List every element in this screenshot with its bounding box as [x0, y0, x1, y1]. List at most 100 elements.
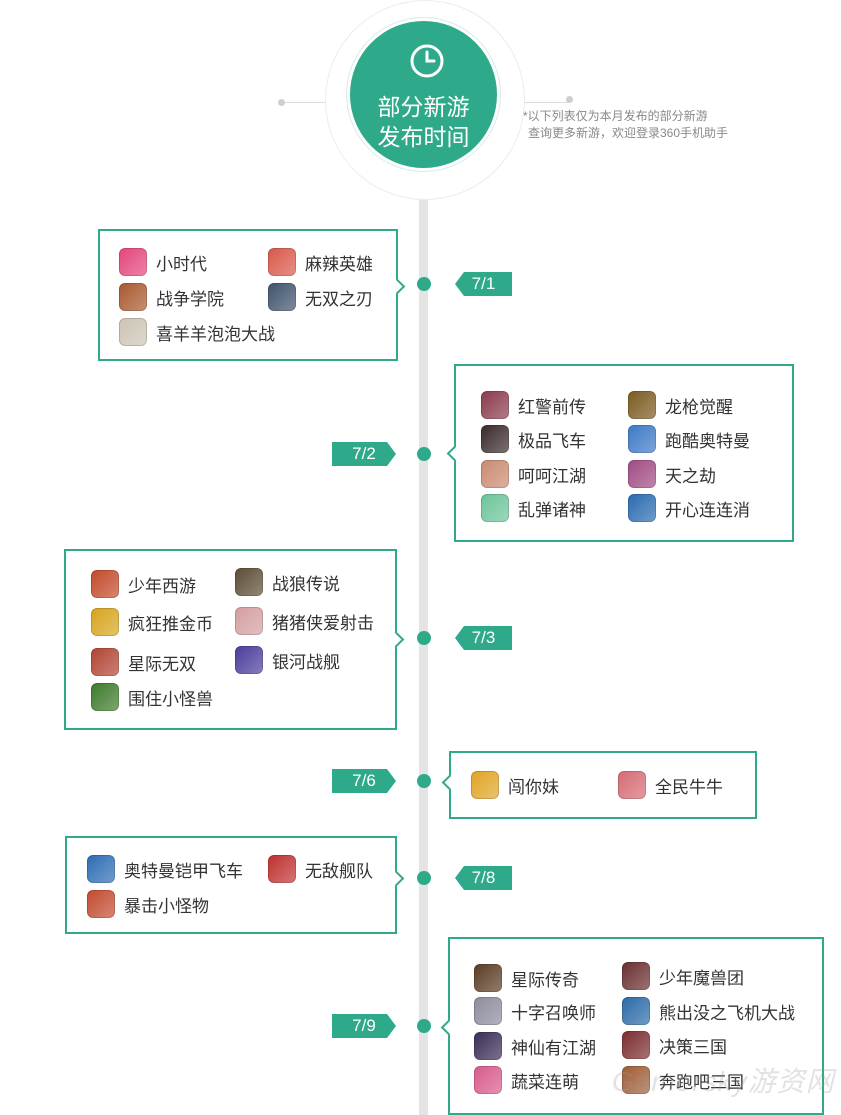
game-name: 无敌舰队 — [305, 861, 373, 881]
game-name: 猪猪侠爱射击 — [272, 613, 374, 633]
game-icon — [119, 318, 147, 346]
game-item[interactable]: 跑酷奥特曼 — [628, 424, 750, 454]
game-name: 开心连连消 — [665, 500, 750, 520]
game-item[interactable]: 无敌舰队 — [268, 854, 373, 884]
clock-icon — [410, 44, 444, 78]
header-title-line2: 发布时间 — [377, 124, 470, 150]
game-name: 全民牛牛 — [655, 777, 723, 797]
game-icon — [628, 460, 656, 488]
game-item[interactable]: 围住小怪兽 — [91, 682, 213, 712]
game-icon — [628, 425, 656, 453]
date-tag: 7/3 — [455, 626, 512, 650]
game-icon — [91, 608, 119, 636]
card-pointer — [388, 631, 405, 648]
game-name: 喜羊羊泡泡大战 — [156, 324, 275, 344]
game-item[interactable]: 少年魔兽团 — [622, 961, 744, 991]
game-item[interactable]: 猪猪侠爱射击 — [235, 606, 374, 636]
game-item[interactable]: 红警前传 — [481, 390, 586, 420]
date-tag: 7/1 — [455, 272, 512, 296]
header-note-line2: 查询更多新游，欢迎登录360手机助手 — [528, 126, 729, 140]
game-item[interactable]: 星际无双 — [91, 647, 196, 677]
game-item[interactable]: 银河战舰 — [235, 645, 340, 675]
game-icon — [474, 1032, 502, 1060]
game-item[interactable]: 闯你妹 — [471, 770, 559, 800]
game-item[interactable]: 十字召唤师 — [474, 996, 596, 1026]
game-item[interactable]: 麻辣英雄 — [268, 247, 373, 277]
game-icon — [481, 494, 509, 522]
game-item[interactable]: 暴击小怪物 — [87, 889, 209, 919]
game-name: 少年西游 — [128, 576, 196, 596]
game-name: 呵呵江湖 — [518, 466, 586, 486]
header-right-line — [522, 102, 570, 103]
game-item[interactable]: 决策三国 — [622, 1030, 727, 1060]
game-icon — [618, 771, 646, 799]
game-card: 少年西游 战狼传说 疯狂推金币 猪猪侠爱射击 星际无双 银河战舰 围住小怪兽 — [64, 549, 405, 730]
game-item[interactable]: 神仙有江湖 — [474, 1031, 596, 1061]
game-item[interactable]: 战争学院 — [119, 282, 224, 312]
card-pointer — [388, 870, 405, 887]
game-name: 暴击小怪物 — [124, 896, 209, 916]
game-icon — [119, 283, 147, 311]
game-name: 星际传奇 — [511, 970, 579, 990]
game-item[interactable]: 战狼传说 — [235, 567, 340, 597]
game-icon — [474, 964, 502, 992]
game-name: 龙枪觉醒 — [665, 397, 733, 417]
game-icon — [235, 607, 263, 635]
game-card: 闯你妹 全民牛牛 — [441, 751, 757, 819]
game-name: 战争学院 — [156, 289, 224, 309]
game-item[interactable]: 喜羊羊泡泡大战 — [119, 317, 275, 347]
game-item[interactable]: 熊出没之飞机大战 — [622, 996, 795, 1026]
date-tag: 7/9 — [332, 1014, 396, 1038]
watermark: Gamersky游资网 — [612, 1066, 835, 1097]
game-name: 红警前传 — [518, 397, 586, 417]
game-name: 跑酷奥特曼 — [665, 431, 750, 451]
game-item[interactable]: 极品飞车 — [481, 424, 586, 454]
game-icon — [622, 1066, 650, 1094]
card-pointer — [446, 445, 463, 462]
game-name: 麻辣英雄 — [305, 254, 373, 274]
card-pointer — [389, 278, 406, 295]
card-pointer — [441, 774, 458, 791]
game-item[interactable]: 开心连连消 — [628, 493, 750, 523]
header-note-line1: *以下列表仅为本月发布的部分新游 — [523, 109, 708, 123]
game-icon — [481, 391, 509, 419]
game-item[interactable]: 无双之刃 — [268, 282, 373, 312]
game-icon — [474, 997, 502, 1025]
game-card: 红警前传 龙枪觉醒 极品飞车 跑酷奥特曼 呵呵江湖 天之劫 乱弹诸神 开心连连消 — [446, 364, 794, 542]
header-right-dot — [566, 96, 573, 103]
timeline-spine — [419, 190, 428, 1115]
game-item[interactable]: 全民牛牛 — [618, 770, 723, 800]
timeline-node — [417, 631, 431, 645]
game-item[interactable]: 呵呵江湖 — [481, 459, 586, 489]
timeline-node — [417, 1019, 431, 1033]
card-pointer — [440, 1019, 457, 1036]
game-item[interactable]: 奔跑吧三国 — [622, 1065, 744, 1095]
game-name: 围住小怪兽 — [128, 689, 213, 709]
game-card: 星际传奇 少年魔兽团 十字召唤师 熊出没之飞机大战 神仙有江湖 决策三国 蔬菜连… — [440, 937, 824, 1115]
game-name: 决策三国 — [659, 1037, 727, 1057]
game-name: 无双之刃 — [305, 289, 373, 309]
game-name: 蔬菜连萌 — [511, 1072, 579, 1092]
game-item[interactable]: 小时代 — [119, 247, 207, 277]
game-item[interactable]: 奥特曼铠甲飞车 — [87, 854, 243, 884]
game-icon — [268, 855, 296, 883]
header-left-line — [285, 102, 327, 103]
timeline-node — [417, 277, 431, 291]
game-icon — [481, 425, 509, 453]
game-item[interactable]: 少年西游 — [91, 569, 196, 599]
game-card: 奥特曼铠甲飞车 无敌舰队 暴击小怪物 — [65, 836, 405, 934]
game-icon — [622, 1031, 650, 1059]
game-icon — [235, 646, 263, 674]
game-item[interactable]: 蔬菜连萌 — [474, 1065, 579, 1095]
date-tag: 7/6 — [332, 769, 396, 793]
game-item[interactable]: 疯狂推金币 — [91, 607, 213, 637]
game-item[interactable]: 天之劫 — [628, 459, 716, 489]
game-name: 神仙有江湖 — [511, 1038, 596, 1058]
game-item[interactable]: 星际传奇 — [474, 963, 579, 993]
game-item[interactable]: 乱弹诸神 — [481, 493, 586, 523]
game-item[interactable]: 龙枪觉醒 — [628, 390, 733, 420]
game-name: 银河战舰 — [272, 652, 340, 672]
timeline-node — [417, 871, 431, 885]
game-icon — [628, 391, 656, 419]
game-icon — [628, 494, 656, 522]
